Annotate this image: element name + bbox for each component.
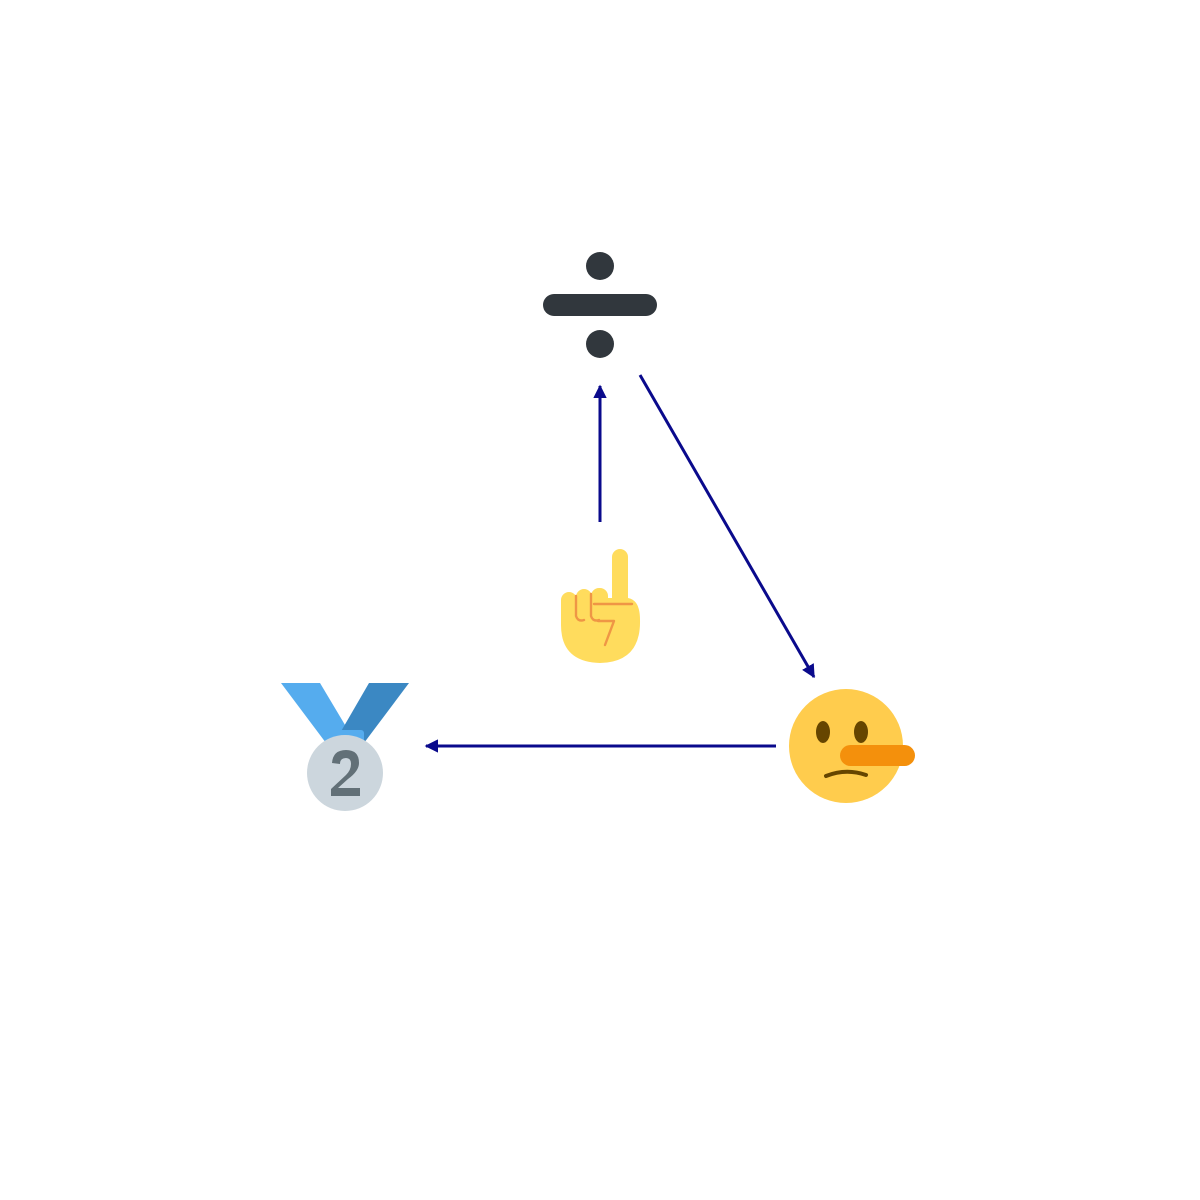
second-place-medal-icon [281,683,409,811]
lying-face-icon [789,689,915,803]
edges [424,374,816,753]
division-sign-icon [543,252,657,358]
index-pointing-up-icon [561,549,641,663]
edge-divide-to-liar [638,374,816,679]
